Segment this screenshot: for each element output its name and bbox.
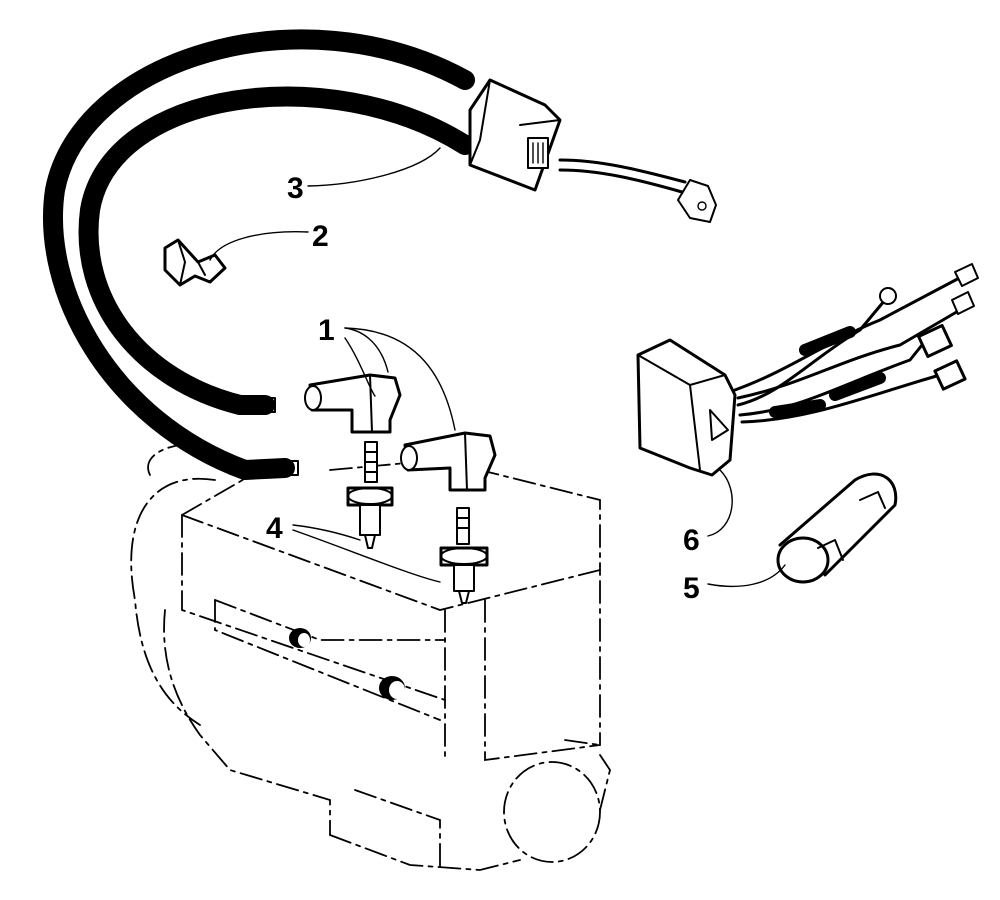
cdi-module: [636, 263, 979, 477]
callout-4: 4: [266, 512, 283, 545]
callout-2: 2: [312, 220, 329, 253]
callout-3: 3: [287, 172, 304, 205]
lead-clip: [163, 238, 227, 287]
leader-lines: [209, 147, 786, 588]
spark-plugs: [346, 441, 489, 604]
callout-6: 6: [683, 524, 700, 557]
spark-plug-caps: [304, 373, 497, 492]
callout-labels: 1 2 3 4 5 6: [266, 172, 700, 605]
ignition-coil-leads: [43, 29, 717, 480]
callout-1: 1: [318, 314, 335, 347]
resistor-sleeve: [776, 472, 898, 584]
callout-5: 5: [683, 572, 700, 605]
